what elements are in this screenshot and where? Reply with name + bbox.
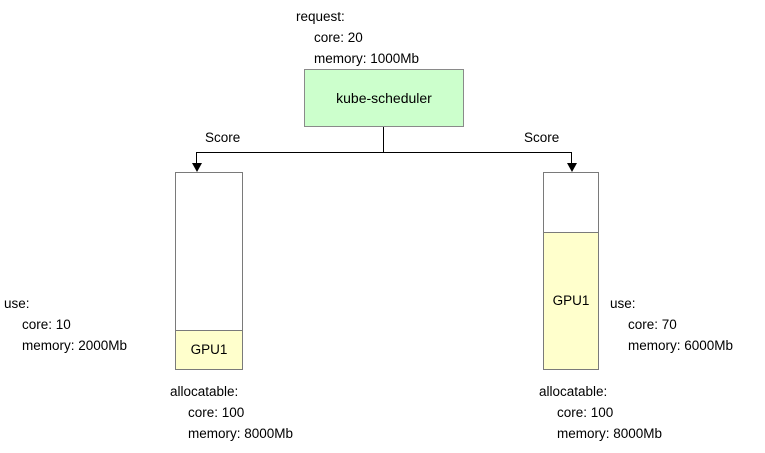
right-use-memory: memory: 6000Mb (628, 338, 734, 353)
scheduler-bus-line (196, 152, 571, 153)
left-allocatable-annotation: allocatable: core: 100 memory: 8000Mb (170, 381, 293, 444)
right-allocatable-core: core: 100 (557, 405, 614, 420)
right-allocatable-memory: memory: 8000Mb (557, 426, 663, 441)
left-use-core: core: 10 (22, 317, 71, 332)
node-bar-left[interactable]: GPU1 (175, 172, 243, 370)
request-annotation: request: core: 20 memory: 1000Mb (296, 6, 419, 69)
right-use-annotation: use: core: 70 memory: 6000Mb (610, 293, 733, 356)
left-score-label: Score (205, 130, 241, 145)
left-allocatable-core: core: 100 (188, 405, 245, 420)
request-title: request: (296, 9, 345, 24)
right-use-title: use: (610, 296, 636, 311)
right-use-core: core: 70 (628, 317, 677, 332)
left-use-title: use: (4, 296, 30, 311)
left-allocatable-memory: memory: 8000Mb (188, 426, 294, 441)
scheduler-stem-line (383, 127, 384, 153)
node-used-region-left: GPU1 (176, 329, 242, 369)
request-memory: memory: 1000Mb (314, 51, 420, 66)
kube-scheduler-box[interactable]: kube-scheduler (304, 69, 464, 127)
node-bar-label-left: GPU1 (190, 342, 228, 358)
right-arrow-icon (567, 163, 577, 172)
left-branch-line (196, 152, 197, 165)
right-allocatable-title: allocatable: (539, 384, 608, 399)
request-core: core: 20 (314, 30, 363, 45)
left-arrow-icon (192, 163, 202, 172)
node-bar-right[interactable]: GPU1 (543, 172, 599, 370)
left-use-annotation: use: core: 10 memory: 2000Mb (4, 293, 127, 356)
left-use-memory: memory: 2000Mb (22, 338, 128, 353)
right-branch-line (571, 152, 572, 165)
right-allocatable-annotation: allocatable: core: 100 memory: 8000Mb (539, 381, 662, 444)
left-allocatable-title: allocatable: (170, 384, 239, 399)
node-used-region-right: GPU1 (544, 231, 598, 369)
kube-scheduler-label: kube-scheduler (336, 90, 432, 106)
right-score-label: Score (524, 130, 560, 145)
node-bar-label-right: GPU1 (552, 293, 590, 309)
